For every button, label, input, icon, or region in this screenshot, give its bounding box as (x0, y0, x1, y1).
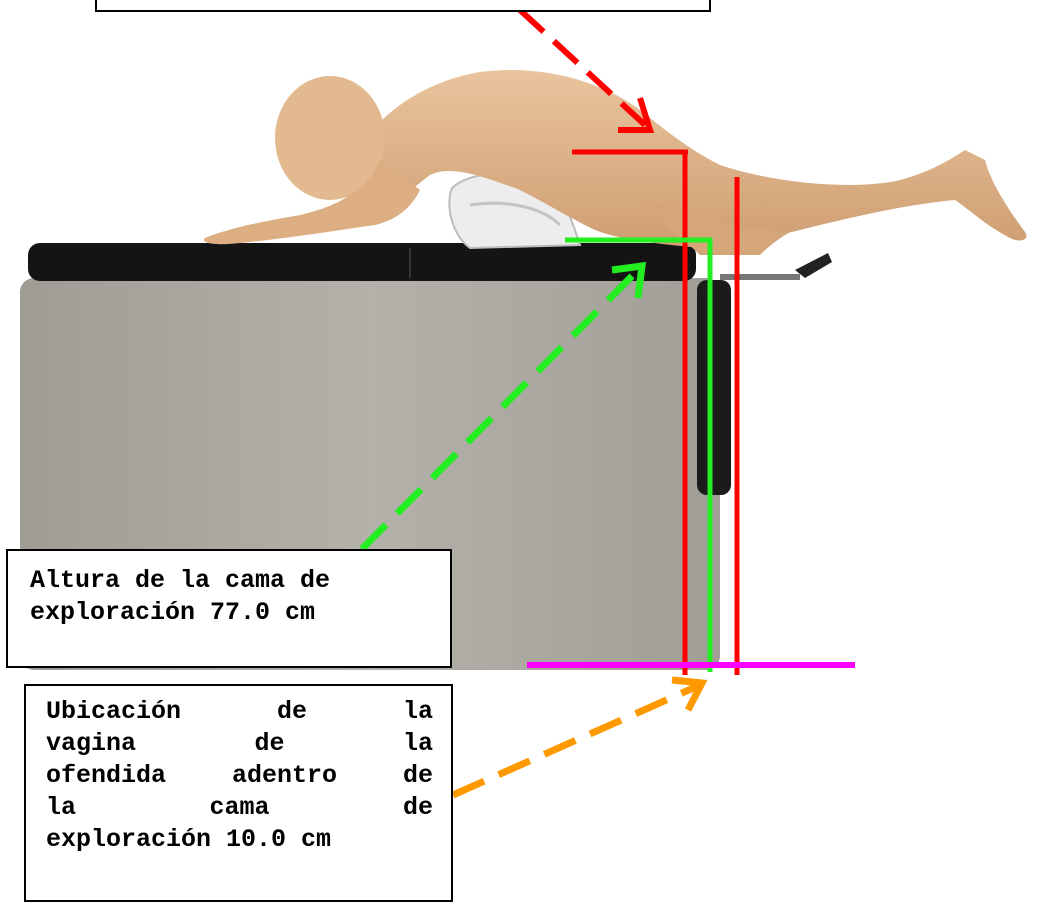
arrowhead-orange (671, 676, 708, 712)
foot-clamp (795, 253, 832, 278)
location-line-5: exploración 10.0 cm (46, 825, 332, 854)
location-word: de (277, 697, 308, 726)
bed-height-label: Altura de la cama de exploración 77.0 cm (6, 549, 452, 668)
bed-side-pillar (697, 280, 731, 495)
figure-torso (360, 69, 1027, 250)
figure-knee (640, 200, 790, 255)
arrowhead-green (611, 261, 647, 299)
location-line-1: Ubicación de la (46, 696, 433, 728)
location-word: la (402, 697, 433, 726)
location-word: Ubicación (46, 697, 182, 726)
location-word: vagina (46, 729, 137, 758)
location-word: de (254, 729, 285, 758)
location-word: ofendida (46, 761, 167, 790)
figure-arm (204, 160, 420, 245)
location-word: adentro (231, 761, 338, 790)
bed-height-line-2: exploración 77.0 cm (30, 598, 316, 627)
location-word: la (402, 729, 433, 758)
bed-height-line-1: Altura de la cama de (30, 566, 331, 595)
pillow-shadow (469, 201, 562, 227)
location-word: la (46, 793, 77, 822)
arrowhead-red (618, 97, 655, 133)
location-line-2: vagina de la (46, 728, 433, 760)
location-line-3: ofendida adentro de (46, 760, 433, 792)
dashed-arrow-red (517, 7, 648, 128)
location-word: cama (209, 793, 270, 822)
dashed-arrow-green (359, 265, 643, 552)
bed-pad (28, 243, 696, 281)
vagina-location-label: Ubicación de la vagina de la ofendida ad… (24, 684, 453, 902)
location-word: de (402, 761, 433, 790)
top-label-box (95, 0, 711, 12)
green-marker-line (565, 237, 713, 672)
dashed-arrow-orange (451, 681, 702, 799)
location-word: de (402, 793, 433, 822)
figure-head (275, 76, 385, 200)
foot-rail (720, 274, 800, 280)
location-line-4: la cama de (46, 792, 433, 824)
